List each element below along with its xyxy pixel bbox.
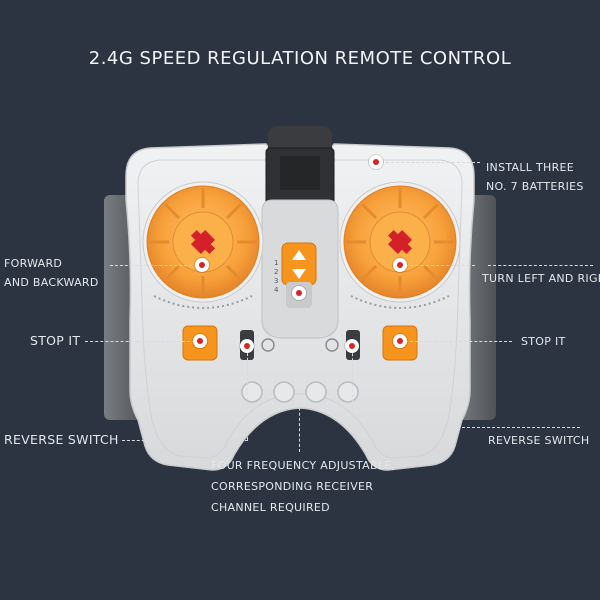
leader-turn xyxy=(400,265,475,266)
frequency-line-3: CHANNEL REQUIRED xyxy=(211,501,330,514)
frequency-line-2: CORRESPONDING RECEIVER xyxy=(211,480,374,493)
marker-reverse-right xyxy=(345,339,359,353)
channel-numbers: 1 2 3 4 xyxy=(274,259,279,294)
leader-reverse-right-vert xyxy=(352,348,353,428)
label-frequency: FOUR FREQUENCY ADJUSTABLE, CORRESPONDING… xyxy=(211,455,395,518)
label-stop-left: STOP IT xyxy=(30,333,81,348)
leader-install xyxy=(376,162,480,163)
label-forward: FORWARD AND BACKWARD xyxy=(4,254,99,292)
battery-compartment xyxy=(265,126,335,207)
leader-reverse-left-vert xyxy=(247,348,248,440)
marker-turn xyxy=(393,258,407,272)
frequency-line-1: FOUR FREQUENCY ADJUSTABLE, xyxy=(211,459,396,472)
svg-text:2: 2 xyxy=(274,268,278,276)
marker-stop-right xyxy=(393,334,407,348)
leader-stop-right xyxy=(400,341,512,342)
label-stop-right: STOP IT xyxy=(521,335,566,348)
svg-text:4: 4 xyxy=(274,286,279,294)
leader-reverse-right xyxy=(352,427,580,428)
marker-forward xyxy=(195,258,209,272)
frequency-button-2 xyxy=(273,381,295,403)
forward-line-2: AND BACKWARD xyxy=(4,276,99,289)
page-title: 2.4G SPEED REGULATION REMOTE CONTROL xyxy=(88,48,512,69)
label-reverse-right: REVERSE SWITCH xyxy=(488,434,590,447)
frequency-buttons xyxy=(241,381,359,403)
right-dial xyxy=(339,181,461,303)
install-line-2: NO. 7 BATTERIES xyxy=(486,180,584,193)
label-reverse-left: REVERSE SWITCH xyxy=(4,432,119,447)
leader-turn-right xyxy=(488,265,593,266)
leader-frequency-vert xyxy=(299,392,300,452)
marker-reverse-left xyxy=(240,339,254,353)
forward-line-1: FORWARD xyxy=(4,257,63,270)
frequency-button-3 xyxy=(305,381,327,403)
left-dial xyxy=(142,181,264,303)
body-bevel xyxy=(137,159,463,459)
install-line-1: INSTALL THREE xyxy=(486,161,575,174)
label-turn: TURN LEFT AND RIGHT xyxy=(482,272,600,285)
marker-install xyxy=(369,155,383,169)
frequency-button-4 xyxy=(337,381,359,403)
leader-reverse-left xyxy=(122,440,248,441)
marker-speed xyxy=(292,286,306,300)
leader-stop-left xyxy=(85,341,200,342)
leader-forward xyxy=(110,265,202,266)
frequency-button-1 xyxy=(241,381,263,403)
svg-text:3: 3 xyxy=(274,277,278,285)
label-install: INSTALL THREE NO. 7 BATTERIES xyxy=(486,158,584,196)
dial-arcs xyxy=(153,295,450,309)
svg-text:1: 1 xyxy=(274,259,278,267)
marker-stop-left xyxy=(193,334,207,348)
